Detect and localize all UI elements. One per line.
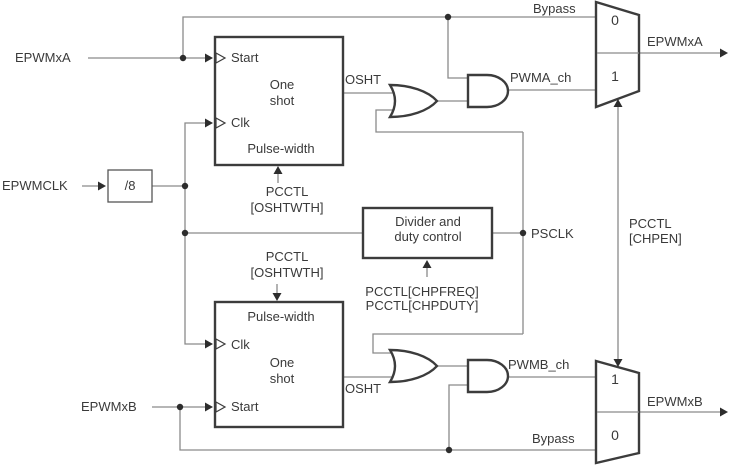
oneshot-a-start-label: Start	[231, 50, 259, 65]
arrow-icon	[720, 48, 728, 58]
oneshot-b-name-label: One shot	[269, 355, 295, 386]
pcctl-chpfreq-chpduty-label: PCCTL[CHPFREQ] PCCTL[CHPDUTY]	[365, 284, 479, 313]
clock-wedge-icon	[215, 400, 227, 414]
arrow-icon	[422, 260, 432, 268]
epwmxb-output-label: EPWMxB	[647, 394, 703, 409]
arrow-icon	[98, 181, 106, 191]
or-gate-a	[387, 83, 439, 119]
prescaler-label: /8	[124, 178, 136, 193]
wire-bypass-b-to-and	[448, 384, 467, 450]
one-shot-b-block	[213, 300, 345, 429]
osht-a-signal-label: OSHT	[345, 72, 382, 87]
wire-bypass-b	[179, 407, 596, 451]
arrow-icon	[720, 407, 728, 417]
arrow-icon	[205, 402, 213, 412]
arrow-icon	[273, 166, 283, 174]
pcctl-oshtwth-b-label: PCCTL [OSHTWTH]	[250, 249, 324, 280]
pwma-ch-signal-label: PWMA_ch	[510, 70, 572, 85]
junction-dot	[445, 446, 453, 454]
oneshot-b-start-label: Start	[231, 399, 259, 414]
junction-dot	[176, 403, 184, 411]
pcctl-oshtwth-a-label: PCCTL [OSHTWTH]	[250, 184, 324, 215]
or-gate-b	[387, 348, 439, 384]
clock-wedge-icon	[215, 116, 227, 130]
bypass-b-signal-label: Bypass	[532, 431, 575, 446]
clock-wedge-icon	[215, 337, 227, 351]
oneshot-b-clk-label: Clk	[231, 337, 250, 352]
epwmxa-input-label: EPWMxA	[15, 50, 71, 65]
pwmb-ch-signal-label: PWMB_ch	[508, 357, 570, 372]
and-gate-b	[466, 358, 510, 394]
psclk-signal-label: PSCLK	[531, 226, 574, 241]
oneshot-a-name-label: One shot	[269, 77, 295, 108]
wire-feedback-a	[375, 109, 523, 133]
mux-a-input-1-label: 1	[611, 68, 619, 84]
arrow-icon	[272, 293, 282, 301]
arrow-icon	[205, 118, 213, 128]
mux-b-input-1-label: 1	[611, 371, 619, 387]
arrow-icon	[613, 99, 623, 107]
junction-dot	[444, 13, 452, 21]
epwmxb-input-label: EPWMxB	[81, 399, 137, 414]
oneshot-a-pulsewidth-label: Pulse-width	[247, 141, 315, 156]
and-gate-a	[466, 73, 510, 109]
pcctl-chpen-label: PCCTL [CHPEN]	[629, 216, 682, 246]
divider-block-label: Divider and duty control	[394, 214, 462, 244]
epwmxa-output-label: EPWMxA	[647, 34, 703, 49]
divider-block	[361, 206, 494, 260]
junction-dot	[181, 182, 189, 190]
arrow-icon	[205, 339, 213, 349]
arrow-icon	[613, 359, 623, 367]
junction-dots	[176, 13, 527, 454]
oneshot-b-pulsewidth-label: Pulse-width	[247, 309, 315, 324]
junction-dot	[519, 229, 527, 237]
mux-b-input-0-label: 0	[611, 427, 619, 443]
junction-dot	[179, 54, 187, 62]
arrowheads	[98, 48, 728, 417]
mux-a-input-0-label: 0	[611, 12, 619, 28]
junction-dot	[181, 229, 189, 237]
one-shot-a-block	[213, 35, 345, 167]
mux-a	[594, 0, 641, 109]
epwmclk-input-label: EPWMCLK	[2, 178, 68, 193]
shapes	[107, 0, 641, 465]
wire-bypass-a-to-and	[447, 17, 467, 79]
wire-bypass-a	[182, 16, 596, 58]
prescaler-block	[107, 169, 153, 203]
arrow-icon	[205, 53, 213, 63]
osht-b-signal-label: OSHT	[345, 381, 382, 396]
wire-feedback-b	[372, 333, 523, 354]
oneshot-a-clk-label: Clk	[231, 115, 250, 130]
bypass-a-signal-label: Bypass	[533, 1, 576, 16]
clock-wedge-icon	[215, 51, 227, 65]
